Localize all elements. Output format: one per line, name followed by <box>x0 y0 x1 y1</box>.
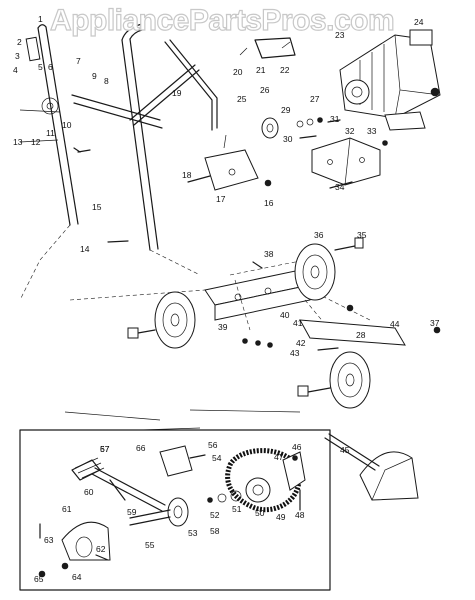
part-label: 17 <box>216 194 226 204</box>
part-label: 3 <box>15 51 20 61</box>
part-label: 26 <box>260 85 270 95</box>
part-label: 47 <box>274 452 284 462</box>
part-label: 15 <box>92 202 102 212</box>
part-label: 35 <box>357 230 367 240</box>
part-label: 36 <box>314 230 324 240</box>
part-label: 6 <box>48 62 53 72</box>
detail-inset-frame <box>19 429 331 591</box>
part-label: 52 <box>210 510 220 520</box>
part-label: 20 <box>233 67 243 77</box>
part-label: 61 <box>62 504 72 514</box>
part-label: 24 <box>414 17 424 27</box>
part-label: 44 <box>390 319 400 329</box>
part-label: 60 <box>84 487 94 497</box>
part-label: 57 <box>100 444 110 454</box>
part-label: 29 <box>281 105 291 115</box>
part-label: 23 <box>335 30 345 40</box>
part-label: 1 <box>38 14 43 24</box>
part-label: 51 <box>232 504 242 514</box>
part-label: 39 <box>218 322 228 332</box>
part-label: 18 <box>182 170 192 180</box>
part-label: 14 <box>80 244 90 254</box>
part-label: 27 <box>310 94 320 104</box>
part-label: 11 <box>46 128 55 138</box>
part-label: 56 <box>208 440 218 450</box>
pulley-group <box>261 117 341 139</box>
part-label: 50 <box>255 508 265 518</box>
part-label: 63 <box>44 535 54 545</box>
part-label: 46 <box>292 442 302 452</box>
part-label: 49 <box>276 512 286 522</box>
part-label: 13 <box>13 137 23 147</box>
part-label: 58 <box>210 526 220 536</box>
part-label: 10 <box>62 120 72 130</box>
front-bracket <box>187 134 272 191</box>
part-label: 43 <box>290 348 300 358</box>
part-label: 16 <box>264 198 274 208</box>
part-labels: 1 2 3 4 5 6 7 8 9 10 11 12 13 14 15 16 1… <box>13 14 440 584</box>
part-label: 62 <box>96 544 106 554</box>
part-label: 33 <box>367 126 377 136</box>
part-label: 64 <box>72 572 82 582</box>
part-label: 2 <box>17 37 22 47</box>
part-label: 21 <box>256 65 266 75</box>
inset-parts <box>38 445 306 578</box>
part-label: 53 <box>188 528 198 538</box>
part-label: 22 <box>280 65 290 75</box>
part-label: 59 <box>127 507 137 517</box>
part-label: 8 <box>104 76 109 86</box>
part-label: 54 <box>212 453 222 463</box>
part-label: 9 <box>92 71 97 81</box>
part-label: 48 <box>295 510 305 520</box>
watermark-text: AppliancePartsPros.com <box>50 4 394 37</box>
part-label: 65 <box>34 574 44 584</box>
part-label: 42 <box>296 338 306 348</box>
part-label: 55 <box>145 540 155 550</box>
part-label: 40 <box>280 310 290 320</box>
part-label: 38 <box>264 249 274 259</box>
part-label: 30 <box>283 134 293 144</box>
part-label: 28 <box>356 330 366 340</box>
sketch-lines <box>64 409 301 431</box>
part-label: 37 <box>430 318 440 328</box>
part-label: 12 <box>31 137 41 147</box>
part-label: 7 <box>76 56 81 66</box>
part-label: 41 <box>293 318 303 328</box>
engine-assembly <box>239 29 441 131</box>
part-label: 34 <box>335 182 345 192</box>
part-label: 66 <box>136 443 146 453</box>
part-label: 67 <box>100 444 110 454</box>
part-label: 25 <box>237 94 247 104</box>
part-label: 32 <box>345 126 355 136</box>
frame-and-wheels <box>69 237 441 409</box>
part-label: 45 <box>340 445 350 455</box>
part-label: 31 <box>330 114 340 124</box>
part-label: 19 <box>172 88 182 98</box>
blade-guard <box>324 433 419 501</box>
part-label: 4 <box>13 65 18 75</box>
handle-assembly <box>19 23 218 301</box>
part-label: 5 <box>38 62 43 72</box>
mount-brackets <box>311 137 388 189</box>
